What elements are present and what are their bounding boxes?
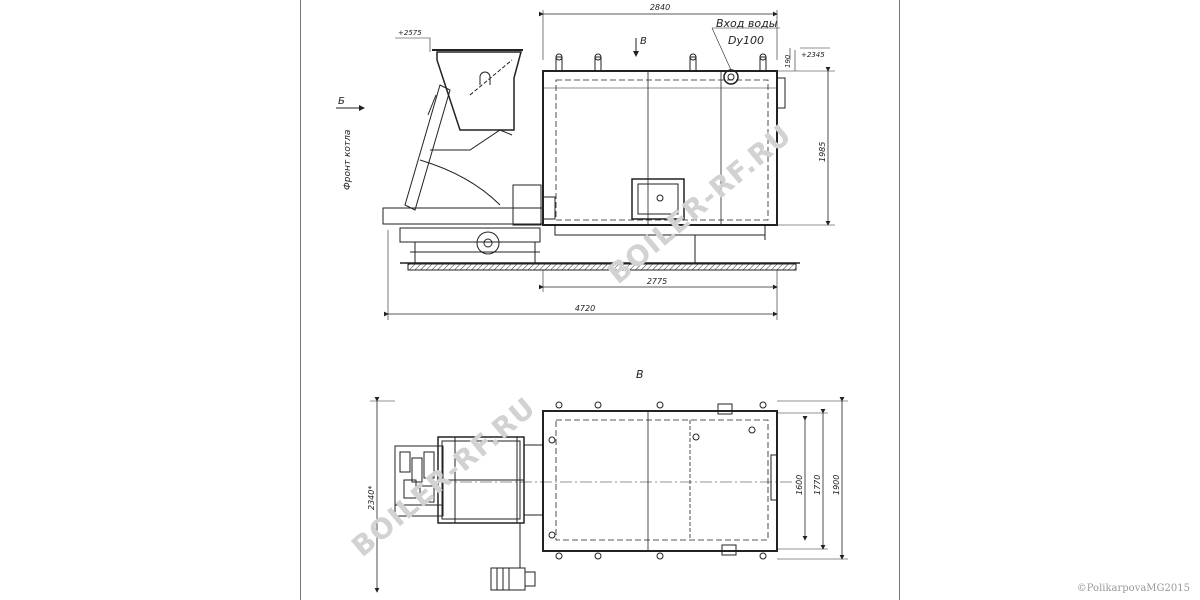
view-b-marker: В <box>640 36 647 47</box>
boiler-front-label: Фронт котла <box>343 130 353 190</box>
view-b-title: В <box>636 368 644 381</box>
water-inlet-flange <box>723 69 739 85</box>
ground-hatch <box>407 263 797 271</box>
top-view <box>370 397 848 593</box>
dim-1600: 1600 <box>795 475 804 495</box>
dim-1770: 1770 <box>813 475 822 495</box>
elevation-2345: +2345 <box>801 51 825 59</box>
screw-feeder <box>382 207 544 225</box>
dim-1985: 1985 <box>818 142 827 162</box>
water-inlet-label: Вход воды <box>716 17 778 30</box>
dim-2775: 2775 <box>647 277 667 286</box>
hopper <box>436 51 522 131</box>
dim-1900: 1900 <box>832 475 841 495</box>
drive-wheel <box>476 231 500 255</box>
inclined-conveyor <box>404 84 451 211</box>
elevation-2575: +2575 <box>398 29 422 37</box>
boiler-top <box>542 410 778 552</box>
drive-assembly <box>394 445 444 517</box>
watermark-lower: BOILER-RF.RU <box>345 391 542 564</box>
dim-2840: 2840 <box>650 3 670 12</box>
furnace-door <box>631 178 685 220</box>
motor <box>490 523 536 591</box>
lifting-lugs <box>555 53 767 71</box>
copyright-notice: ©PolikarpovaMG2015 <box>1076 583 1190 594</box>
water-inlet-dn-label: Dy100 <box>728 34 764 47</box>
dim-190: 190 <box>784 54 792 68</box>
view-side-marker: Б <box>338 96 345 107</box>
dim-2340: 2340* <box>367 486 376 510</box>
drawing-sheet <box>300 0 900 600</box>
side-view <box>336 10 835 320</box>
dim-4720: 4720 <box>575 304 595 313</box>
